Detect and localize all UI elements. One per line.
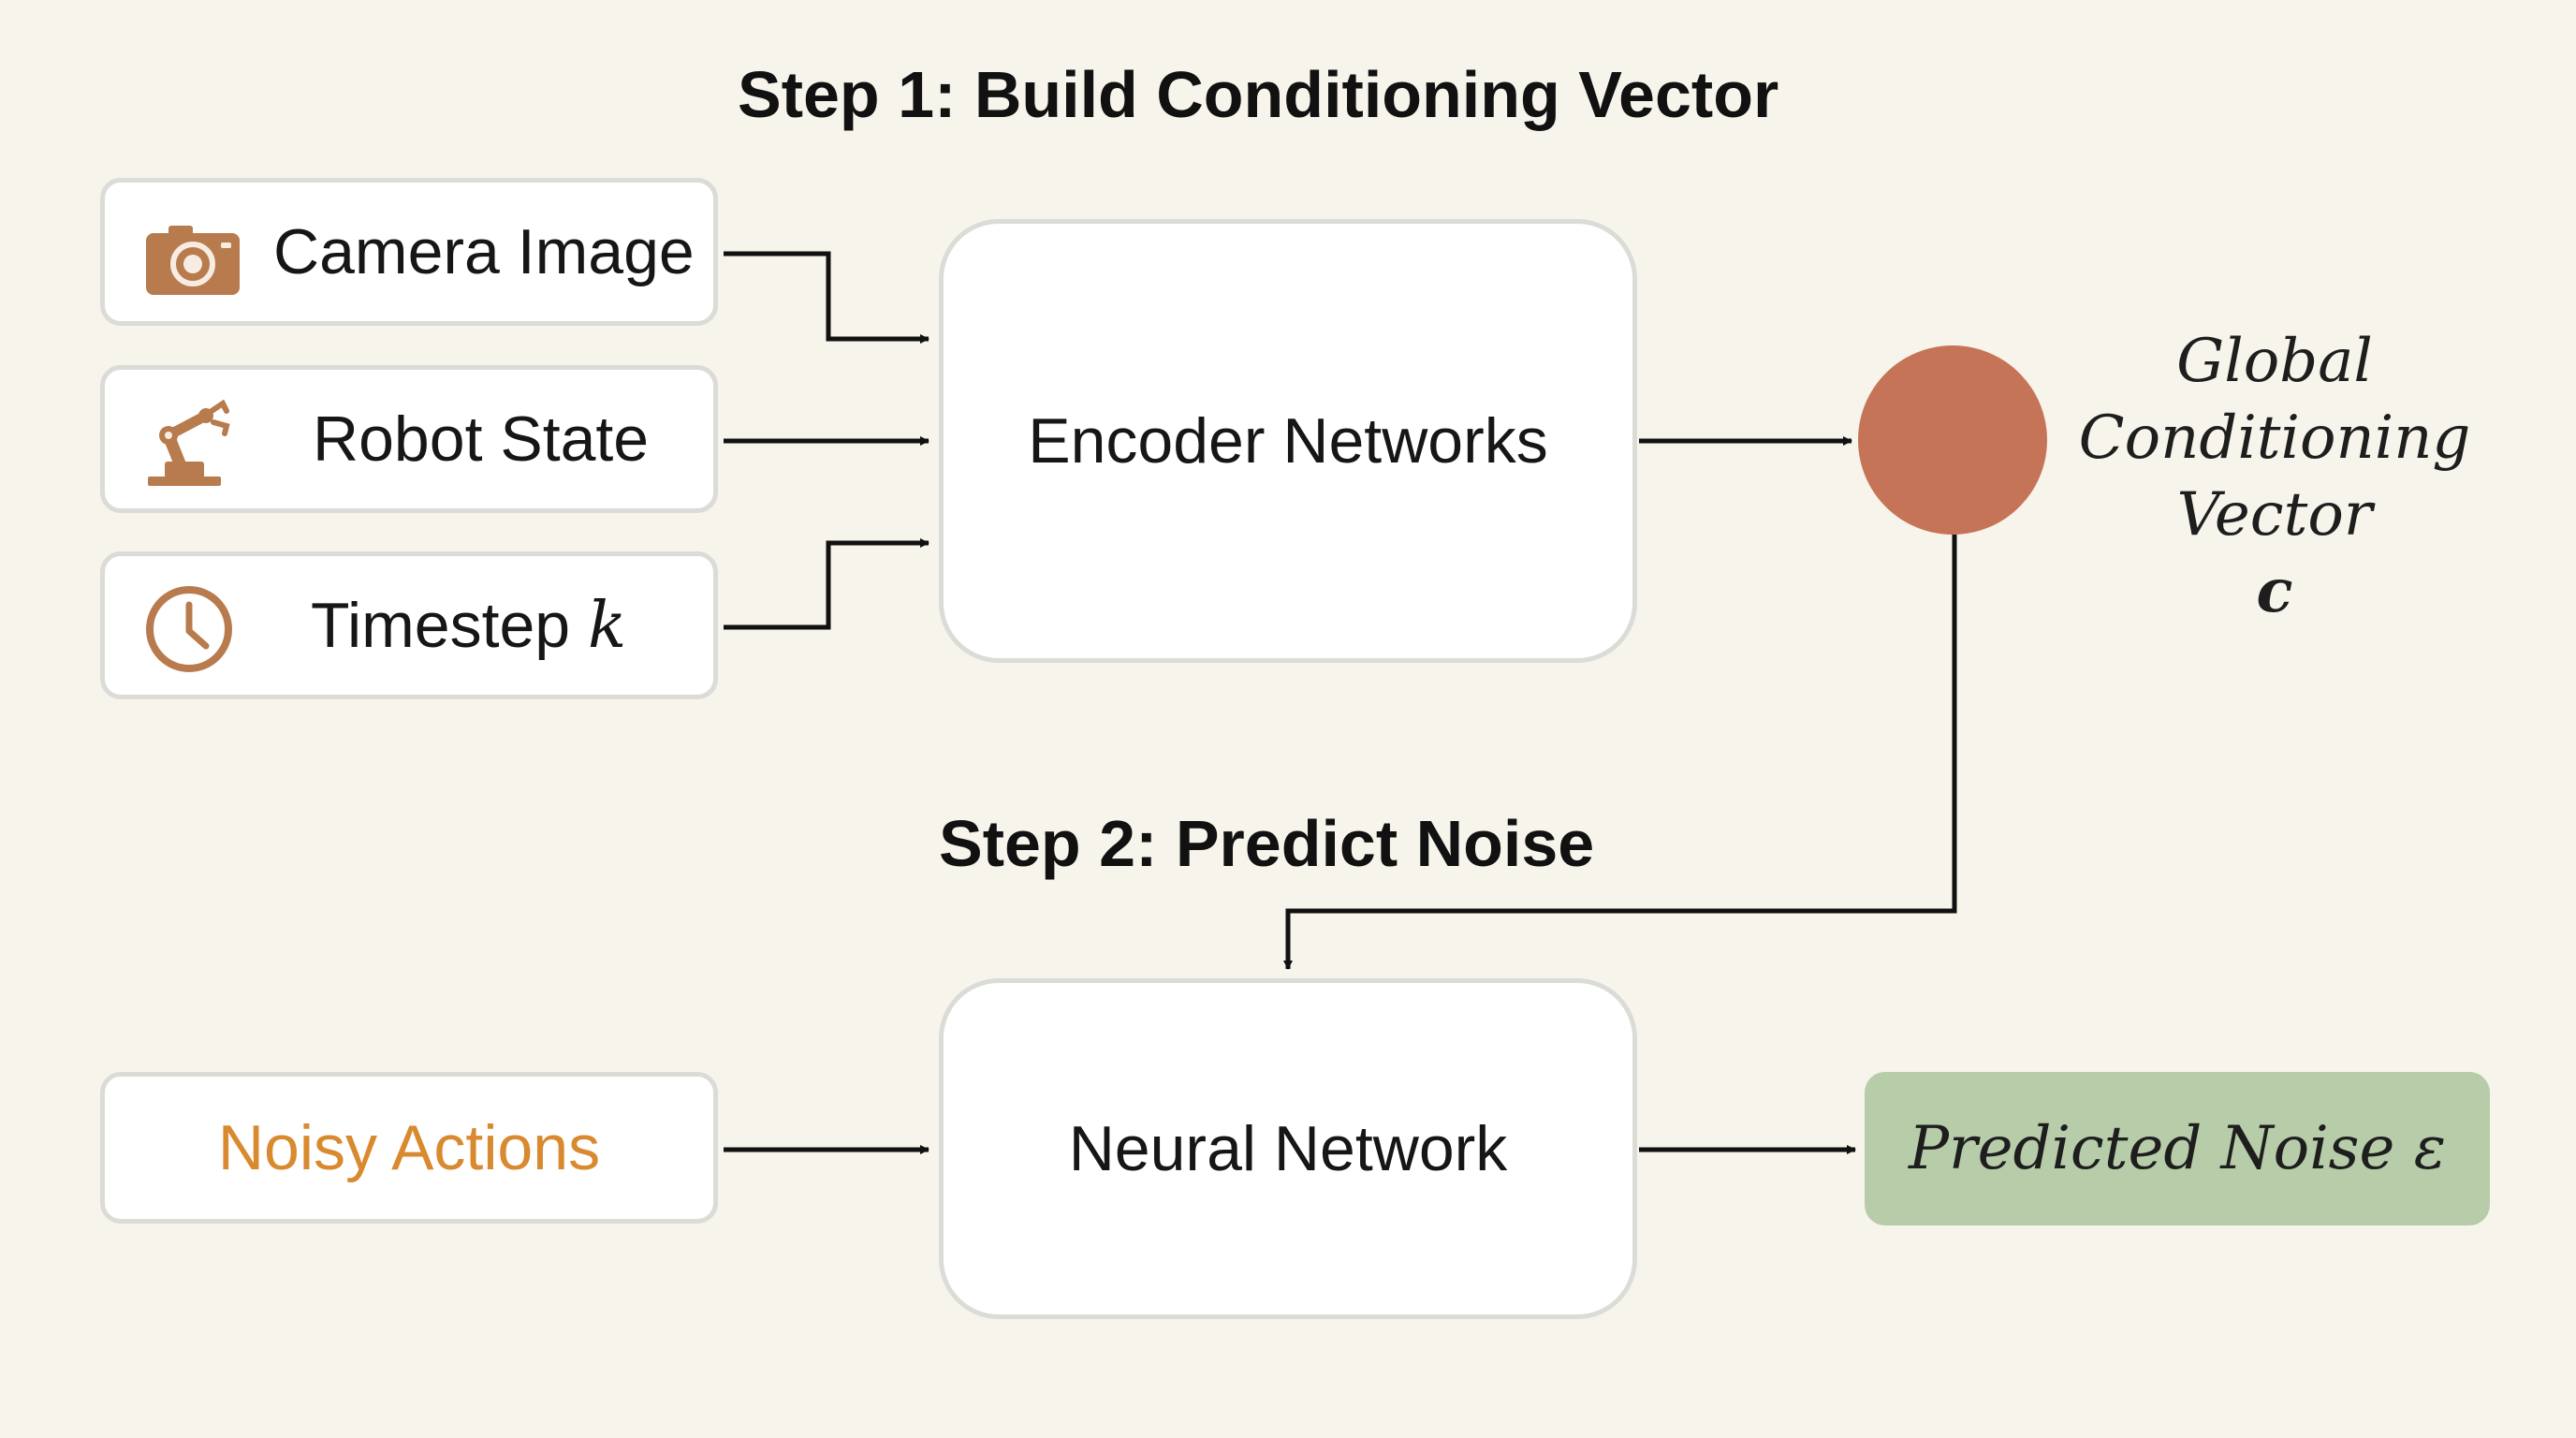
encoder-networks-label: Encoder Networks	[1028, 405, 1548, 477]
camera-image-input: Camera Image	[100, 178, 718, 326]
timestep-label: Timestep k	[311, 588, 627, 663]
camera-icon	[146, 226, 240, 295]
timestep-symbol-k: k	[588, 588, 627, 663]
clock-icon	[146, 586, 232, 672]
predicted-noise-label: Predicted Noise ε	[1908, 1114, 2447, 1183]
noisy-actions-label: Noisy Actions	[217, 1112, 601, 1183]
arrow-vector-to-neural-network	[1283, 535, 1957, 970]
step2-heading: Step 2: Predict Noise	[939, 807, 1595, 880]
robot-state-label: Robot State	[313, 404, 650, 475]
camera-image-label: Camera Image	[273, 216, 695, 287]
robot-arm-icon	[148, 399, 230, 486]
arrow-timestep-to-encoder	[724, 538, 929, 630]
neural-network-box: Neural Network	[939, 978, 1637, 1319]
noisy-actions-input: Noisy Actions	[100, 1072, 718, 1224]
conditioning-vector-node	[1858, 345, 2047, 535]
conditioning-vector-caption: Global Conditioning Vector c	[2059, 323, 2490, 630]
predicted-noise-output: Predicted Noise ε	[1865, 1072, 2490, 1225]
arrow-camera-to-encoder	[724, 251, 929, 344]
neural-network-label: Neural Network	[1068, 1113, 1508, 1184]
timestep-input: Timestep k	[100, 551, 718, 699]
robot-state-input: Robot State	[100, 365, 718, 513]
encoder-networks-box: Encoder Networks	[939, 219, 1637, 663]
step1-heading: Step 1: Build Conditioning Vector	[738, 58, 1779, 131]
conditioning-symbol-c: c	[2256, 556, 2293, 626]
